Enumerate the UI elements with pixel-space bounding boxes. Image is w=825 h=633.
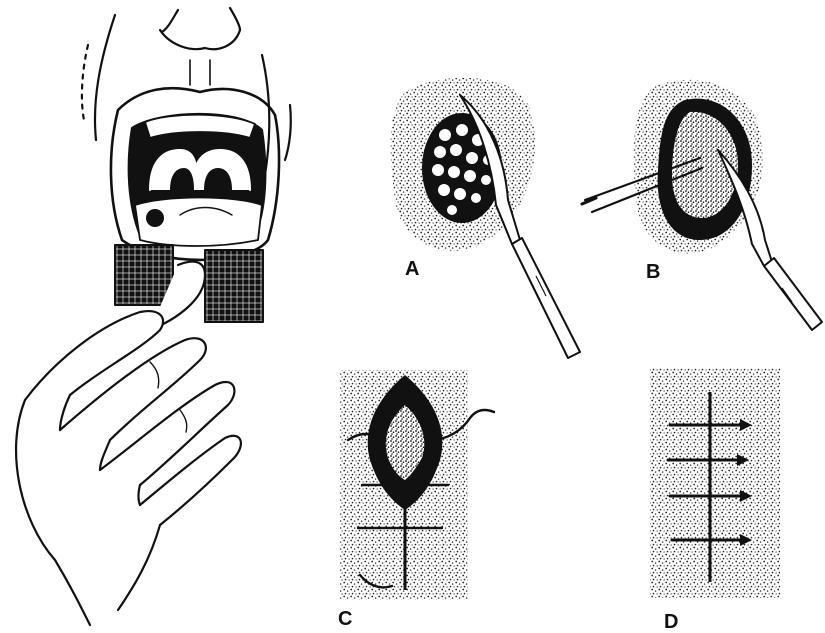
forceps-and-scalpel-drawing: B — [582, 80, 822, 330]
panel-label-d: D — [664, 611, 678, 633]
panel-label-c: C — [338, 608, 352, 630]
panel-label-a: A — [405, 258, 419, 280]
closed-incision-sutures-drawing: D — [650, 368, 780, 633]
lesion-with-scalpel-drawing: A — [391, 78, 580, 358]
excision-with-sutures-drawing: C — [338, 370, 494, 630]
panel-label-b: B — [646, 261, 660, 283]
